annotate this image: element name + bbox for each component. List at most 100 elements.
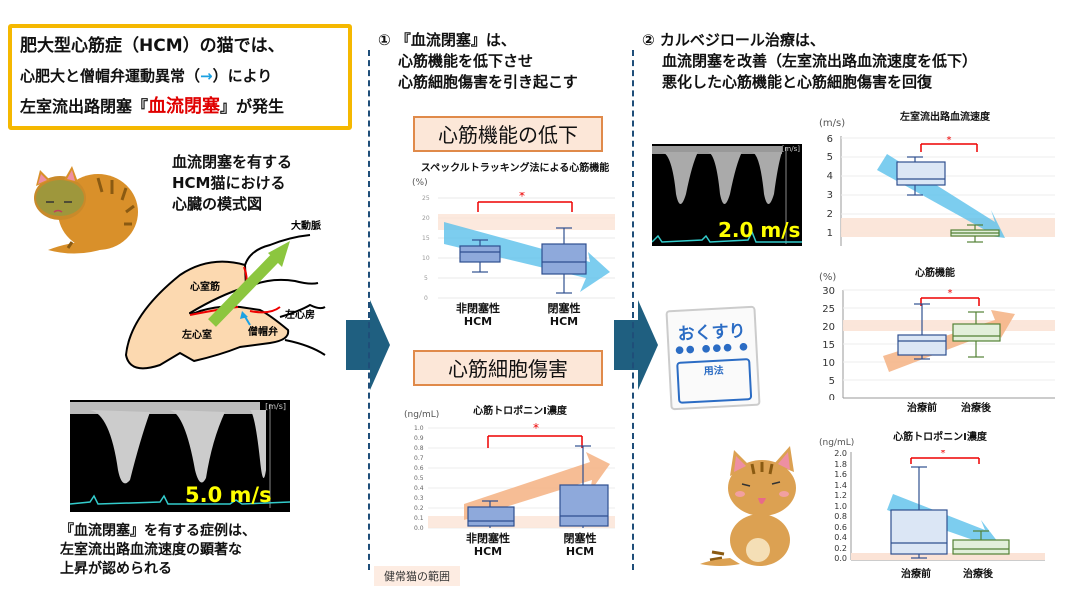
- section-label-injury: 心筋細胞傷害: [413, 350, 603, 386]
- caption-line: 『血流閉塞』を有する症例は、: [60, 523, 256, 539]
- divider: [368, 50, 370, 570]
- summary-line-3-post: 』が発生: [220, 97, 285, 116]
- caption-line: 上昇が認められる: [60, 561, 172, 577]
- happy-cat-illustration: [700, 446, 796, 566]
- x-label: 治療後: [961, 403, 991, 414]
- svg-text:0.0: 0.0: [834, 554, 847, 563]
- doppler-unit: [m/s]: [781, 145, 800, 153]
- diagram-title-line: 心臓の模式図: [172, 195, 263, 213]
- svg-text:2.0: 2.0: [834, 450, 847, 458]
- svg-text:1.6: 1.6: [834, 470, 847, 479]
- summary-line-1: 肥大型心筋症（HCM）の猫では、: [20, 36, 285, 56]
- svg-text:1: 1: [827, 228, 833, 239]
- heading-line: 血流閉塞を改善（左室流出路血流速度を低下）: [662, 52, 978, 70]
- chart-title-text: スペックルトラッキング法による心筋機能: [420, 163, 610, 174]
- svg-text:3: 3: [827, 190, 833, 201]
- svg-text:*: *: [519, 192, 525, 203]
- svg-text:25: 25: [822, 304, 835, 315]
- svg-text:1.4: 1.4: [834, 481, 847, 490]
- x-label: 治療後: [963, 569, 993, 580]
- chart-title: 心筋トロポニンI濃度: [473, 406, 567, 417]
- svg-text:0: 0: [424, 295, 428, 302]
- svg-text:4: 4: [827, 171, 833, 182]
- doppler-image-pre: [m/s] 5.0 m/s: [70, 400, 290, 512]
- svg-text:5: 5: [829, 376, 835, 387]
- svg-text:1.2: 1.2: [834, 491, 847, 500]
- heading-line: 悪化した心筋機能と心筋細胞傷害を回復: [662, 73, 933, 91]
- svg-text:2: 2: [827, 209, 833, 220]
- svg-text:1.0: 1.0: [414, 425, 424, 432]
- svg-text:15: 15: [822, 340, 835, 351]
- svg-text:0.5: 0.5: [414, 475, 424, 482]
- summary-box: 肥大型心筋症（HCM）の猫では、 心肥大と僧帽弁運動異常（→）により 左室流出路…: [8, 24, 352, 130]
- diagram-title-line: 血流閉塞を有する: [172, 153, 293, 171]
- svg-text:0.4: 0.4: [414, 485, 424, 492]
- heart-schematic: 大動脈 心室筋 左心房 左心室 僧帽弁: [124, 219, 326, 370]
- heading-line: 心筋細胞傷害を引き起こす: [398, 73, 578, 91]
- svg-text:1.8: 1.8: [834, 460, 847, 469]
- summary-line-2-pre: 心肥大と僧帽弁運動異常（: [20, 67, 201, 85]
- chart-title: スペックルトラッキング法による心筋機能: [420, 162, 610, 175]
- divider: [632, 50, 634, 570]
- svg-text:0: 0: [829, 393, 835, 400]
- y-axis-label: (ng/mL): [404, 410, 440, 420]
- mitral-arrow-icon: →: [200, 67, 213, 85]
- svg-text:10: 10: [822, 358, 835, 369]
- doppler-unit: [m/s]: [265, 402, 286, 411]
- svg-text:0.7: 0.7: [414, 455, 424, 462]
- svg-text:1.0: 1.0: [834, 502, 847, 511]
- svg-text:5: 5: [424, 275, 428, 282]
- svg-text:6: 6: [827, 134, 833, 145]
- sick-cat-illustration: [34, 166, 138, 254]
- chart-title: 心筋トロポニンI濃度: [893, 432, 987, 443]
- chart-title: 心筋機能: [915, 268, 955, 279]
- y-axis-label: (ng/mL): [819, 438, 855, 448]
- svg-text:15: 15: [422, 235, 430, 242]
- caption-line: 左室流出路血流速度の顕著な: [60, 542, 242, 558]
- heading-line: ① 『血流閉塞』は、: [378, 31, 516, 49]
- chart-speckle-function: スペックルトラッキング法による心筋機能 (%) 25 20 15 10 5 0 * 非閉…: [400, 162, 615, 332]
- middle-heading: ① 『血流閉塞』は、 心筋機能を低下させ 心筋細胞傷害を引き起こす: [378, 30, 578, 93]
- svg-text:0.0: 0.0: [414, 525, 424, 532]
- svg-text:10: 10: [422, 255, 430, 262]
- svg-text:20: 20: [422, 215, 430, 222]
- y-axis-label: (m/s): [819, 118, 846, 129]
- svg-text:30: 30: [822, 286, 835, 297]
- doppler-speed-post: 2.0 m/s: [718, 218, 801, 242]
- svg-text:0.9: 0.9: [414, 435, 424, 442]
- svg-text:0.8: 0.8: [414, 445, 424, 452]
- medicine-bag-illustration: おくすり ●● ●●● ● 用法: [665, 305, 761, 411]
- svg-text:*: *: [947, 135, 952, 146]
- heading-line: ② カルベジロール治療は、: [642, 31, 825, 49]
- x-label: 治療前: [901, 569, 931, 580]
- svg-text:0.2: 0.2: [414, 505, 424, 512]
- label-left-atrium: 左心房: [284, 308, 315, 321]
- doppler-speed-pre: 5.0 m/s: [185, 483, 272, 507]
- chart-title: 左室流出路血流速度: [900, 112, 990, 123]
- summary-line-2: 心肥大と僧帽弁運動異常（→）により: [20, 61, 340, 91]
- svg-text:0.8: 0.8: [834, 512, 847, 521]
- svg-text:25: 25: [422, 195, 430, 202]
- y-axis-label: (%): [819, 272, 837, 283]
- svg-text:0.1: 0.1: [414, 515, 424, 522]
- svg-text:0.2: 0.2: [834, 544, 847, 553]
- label-left-ventricle: 左心室: [181, 328, 212, 341]
- y-axis-label: (%): [412, 178, 428, 188]
- svg-text:0.4: 0.4: [834, 533, 847, 542]
- summary-highlight: 血流閉塞: [148, 96, 221, 117]
- heading-line: 心筋機能を低下させ: [398, 52, 534, 70]
- healthy-range-legend: 健常猫の範囲: [374, 566, 460, 586]
- label-myocardium: 心室筋: [190, 280, 220, 293]
- diagram-title: 血流閉塞を有する HCM猫における 心臓の模式図: [172, 152, 292, 215]
- section-label-function: 心筋機能の低下: [413, 116, 603, 152]
- doppler-image-post: [m/s] 2.0 m/s: [652, 144, 802, 246]
- label-aorta: 大動脈: [291, 219, 321, 232]
- label-mitral-valve: 僧帽弁: [248, 325, 278, 338]
